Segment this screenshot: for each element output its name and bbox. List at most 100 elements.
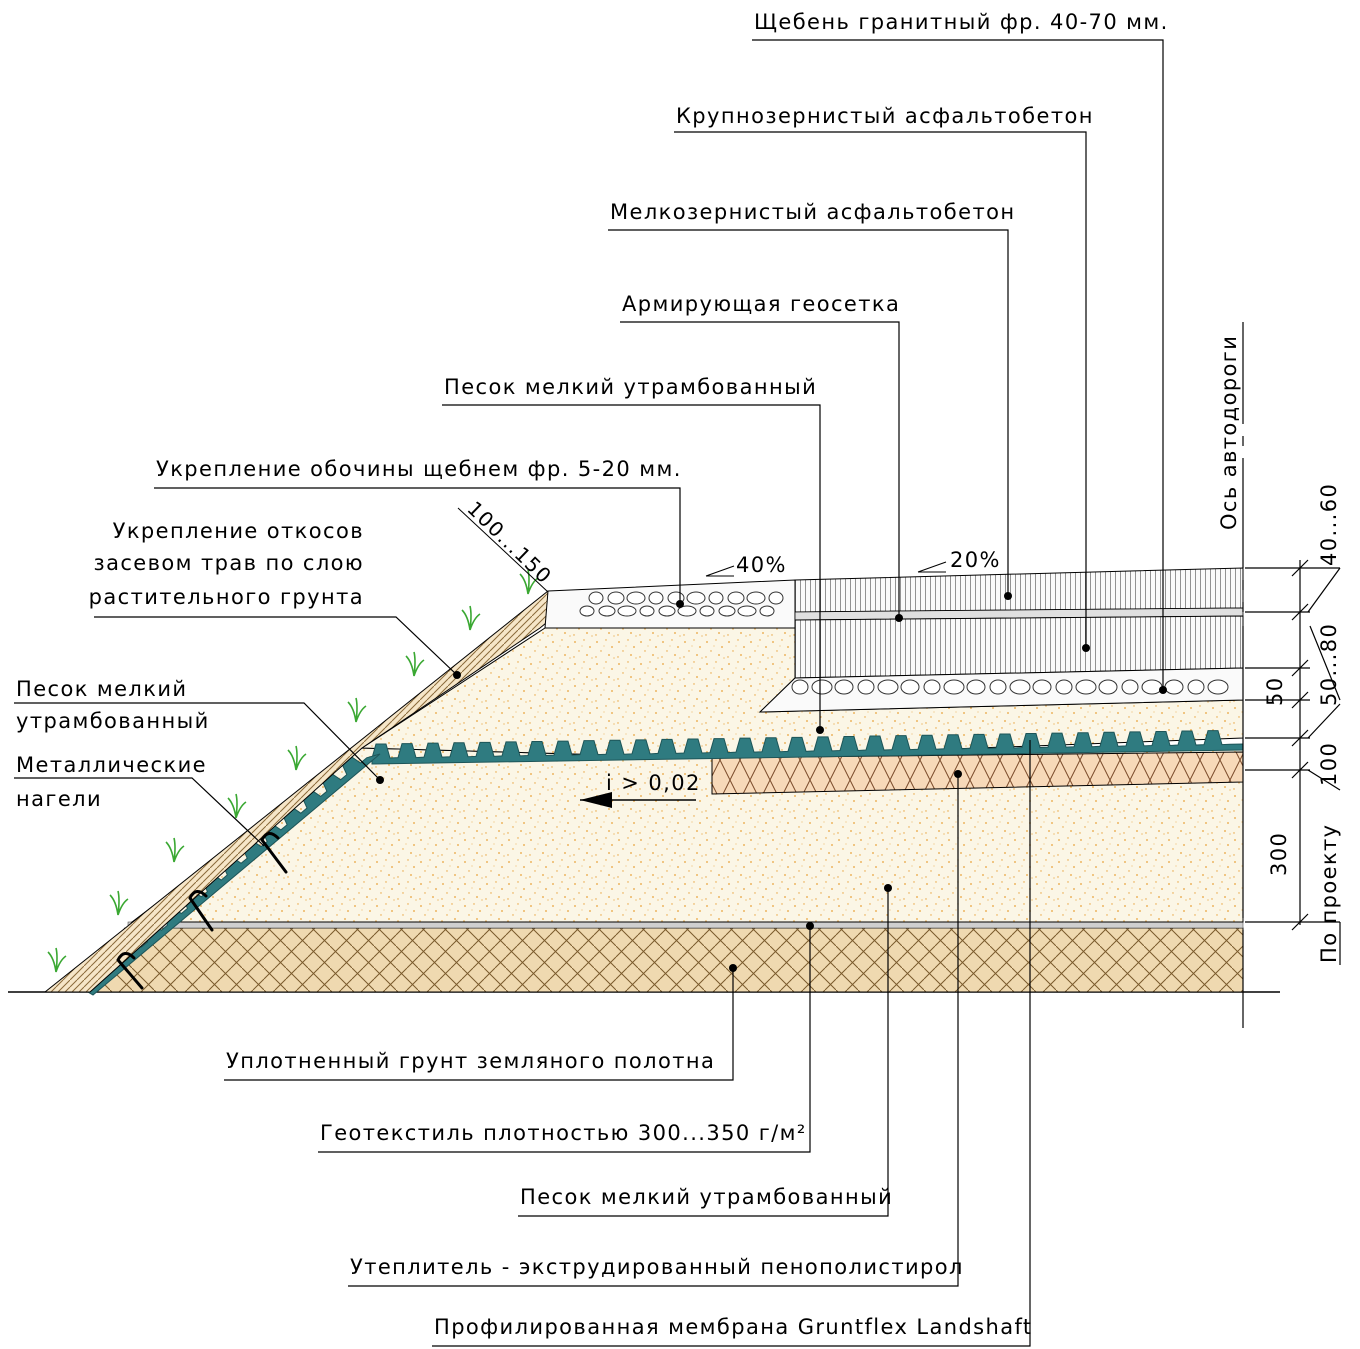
coarse-asphalt-layer xyxy=(794,615,1244,679)
leader-slope-grass xyxy=(94,616,458,676)
label-sand-left-line1: Песок мелкий xyxy=(16,677,187,701)
stone xyxy=(857,679,875,695)
fine-asphalt-layer xyxy=(794,567,1244,613)
stone xyxy=(607,591,625,605)
dim-50: 50 xyxy=(1263,676,1287,706)
stone xyxy=(877,679,899,695)
stone xyxy=(791,679,809,695)
stone xyxy=(768,591,784,605)
leader-sand-bottom xyxy=(518,888,889,1217)
label-coarse-asphalt: Крупнозернистый асфальтобетон xyxy=(676,104,1094,128)
nail-2 xyxy=(188,890,214,932)
stone xyxy=(966,679,986,695)
label-nails-line2: нагели xyxy=(16,787,102,811)
grass-tuft xyxy=(461,605,481,631)
stone xyxy=(811,679,833,695)
granite-stones xyxy=(791,679,1229,695)
grass-tuft xyxy=(47,947,67,973)
label-fine-asphalt: Мелкозернистый асфальтобетон xyxy=(610,200,1015,224)
stone xyxy=(1032,679,1052,695)
leader-geotextile xyxy=(318,926,811,1153)
stone xyxy=(579,605,595,617)
leader-coarse-asphalt xyxy=(674,131,1087,648)
stone xyxy=(727,591,745,605)
stone xyxy=(1009,679,1031,695)
metal-nails xyxy=(116,832,288,990)
slope-road-label: 20% xyxy=(950,548,1001,572)
dim-300: 300 xyxy=(1267,832,1291,876)
subgrade-layer xyxy=(66,927,1244,993)
grass-tuft xyxy=(405,651,425,677)
grass-tuft xyxy=(287,745,307,771)
leader-sand-top xyxy=(442,404,821,730)
label-insulation: Утеплитель - экструдированный пенополист… xyxy=(350,1255,964,1279)
stone xyxy=(658,605,676,617)
nail-1 xyxy=(260,832,288,874)
stone xyxy=(943,679,965,695)
stone xyxy=(1121,679,1139,695)
dim-100: 100 xyxy=(1317,742,1341,786)
leader-membrane xyxy=(432,740,1031,1347)
leader-insulation xyxy=(348,774,959,1287)
grass-tuft xyxy=(165,837,185,863)
stone xyxy=(1207,679,1229,695)
stone xyxy=(1098,679,1118,695)
grass-tuft xyxy=(227,793,247,819)
leader-sand-left xyxy=(14,702,381,781)
label-gravel-granite: Щебень гранитный фр. 40-70 мм. xyxy=(754,10,1169,34)
stone xyxy=(1141,679,1163,695)
leader-geogrid xyxy=(620,321,900,618)
leader-gravel-granite xyxy=(752,39,1164,690)
leader-shoulder xyxy=(154,487,681,604)
grass-tufts xyxy=(47,569,539,973)
stone xyxy=(1164,679,1184,695)
label-geotextile: Геотекстиль плотностью 300...350 г/м² xyxy=(320,1121,807,1145)
label-geogrid: Армирующая геосетка xyxy=(622,292,900,316)
leader-dot-sand-top xyxy=(816,726,824,734)
label-membrane: Профилированная мембрана Gruntflex Lands… xyxy=(434,1315,1033,1339)
label-subgrade: Уплотненный грунт земляного полотна xyxy=(226,1049,715,1073)
grass-tuft xyxy=(347,697,367,723)
topsoil-thickness-label: 100...150 xyxy=(463,496,557,588)
leader-dot-sand-left xyxy=(376,776,384,784)
leader-nails xyxy=(14,777,265,847)
stone xyxy=(639,605,655,617)
stone xyxy=(737,605,757,617)
stone xyxy=(677,605,697,617)
slope-shoulder-label: 40% xyxy=(736,553,787,577)
leader-subgrade xyxy=(224,968,734,1081)
membrane-road-profile xyxy=(371,730,1244,765)
label-sand-left-line2: утрамбованный xyxy=(16,709,210,733)
label-nails-line1: Металлические xyxy=(16,753,207,777)
dim-40-60: 40...60 xyxy=(1317,483,1341,566)
stone xyxy=(588,591,604,605)
stone xyxy=(617,605,637,617)
slope-road-mark xyxy=(917,561,947,573)
leader-dot-geotextile xyxy=(806,922,814,930)
axis-label: Ось автодороги xyxy=(1217,335,1241,530)
stone xyxy=(1055,679,1073,695)
leader-dot-coarse-asphalt xyxy=(1082,644,1090,652)
label-slope-line1: Укрепление откосов xyxy=(113,519,364,543)
grass-tuft xyxy=(519,569,539,595)
label-slope-line2: засевом трав по слою xyxy=(94,551,364,575)
dimension-chain xyxy=(1245,559,1341,965)
stone xyxy=(989,679,1007,695)
stone xyxy=(746,591,766,605)
stone xyxy=(1187,679,1205,695)
stone xyxy=(718,605,736,617)
leader-dot-insulation xyxy=(954,770,962,778)
stone xyxy=(699,605,715,617)
membrane-road xyxy=(371,730,1244,765)
grade-label: i > 0,02 xyxy=(606,771,701,795)
stone xyxy=(900,679,920,695)
stone xyxy=(648,591,664,605)
leader-fine-asphalt xyxy=(608,229,1009,596)
leader-dot-gravel-granite xyxy=(1159,686,1167,694)
leader-dot-sand-bottom xyxy=(884,884,892,892)
leader-dot-slope-grass xyxy=(453,671,461,679)
leader-dot-subgrade xyxy=(729,964,737,972)
topsoil-dim-line xyxy=(457,507,549,593)
leader-dot-fine-asphalt xyxy=(1004,592,1012,600)
